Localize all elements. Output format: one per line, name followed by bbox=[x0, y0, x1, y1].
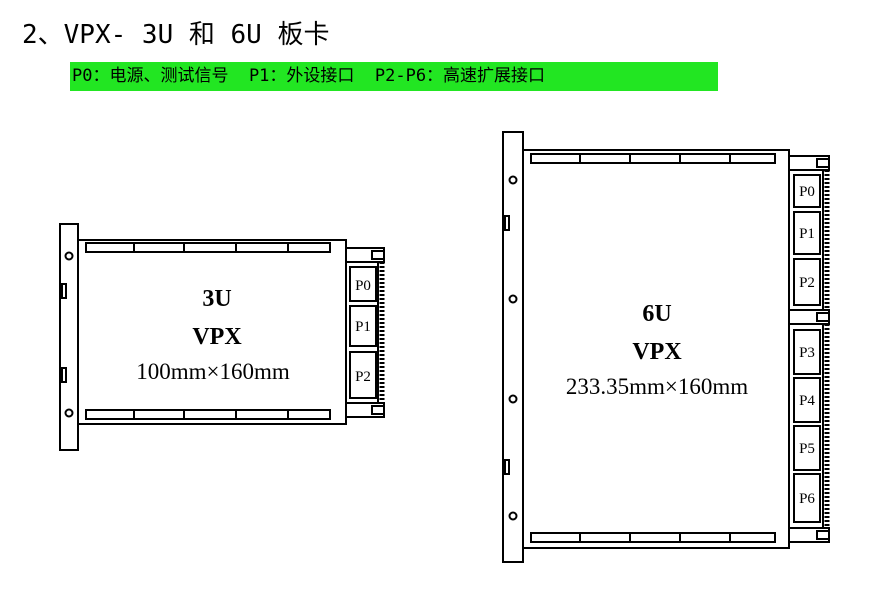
board-6u-connector-label: P1 bbox=[799, 226, 815, 242]
board-6u-hole bbox=[508, 511, 518, 521]
board-3u-size-label: 3U bbox=[202, 286, 231, 312]
board-3u-connector-p1 bbox=[349, 305, 377, 347]
board-3u-connector-labels: P0 P1 P2 bbox=[355, 278, 371, 385]
board-6u-connector-block-lower bbox=[788, 323, 824, 529]
board-6u-connector-p1 bbox=[793, 211, 821, 255]
board-6u-connector-p5 bbox=[793, 425, 821, 471]
section-heading: 2、VPX- 3U 和 6U 板卡 bbox=[22, 20, 330, 50]
connector-legend: P0：电源、测试信号 P1：外设接口 P2-P6：高速扩展接口 bbox=[70, 62, 718, 91]
board-6u-hole bbox=[508, 394, 518, 404]
board-6u-connector-p6 bbox=[793, 473, 821, 523]
board-6u-hole bbox=[508, 175, 518, 185]
board-6u-bus-label: VPX bbox=[632, 339, 682, 365]
board-3u-panel-tab bbox=[61, 367, 67, 383]
board-6u-connector-p4 bbox=[793, 377, 821, 423]
board-6u-connector-labels: P0 P1 P2 P3 P4 P5 P6 bbox=[799, 184, 815, 507]
board-3u-hole-top bbox=[64, 251, 74, 261]
board-6u-size-label: 6U bbox=[642, 301, 671, 327]
board-6u-bottom-rail bbox=[530, 532, 776, 543]
board-3u-hole-bottom bbox=[64, 408, 74, 418]
board-6u-dimensions: 233.35mm×160mm bbox=[566, 374, 748, 399]
board-6u-connector-block-upper bbox=[788, 169, 824, 311]
board-6u-panel-tab bbox=[504, 459, 510, 475]
board-6u-hole bbox=[508, 294, 518, 304]
board-6u-connector-label: P2 bbox=[799, 275, 815, 291]
board-6u-connector-label: P3 bbox=[799, 345, 815, 361]
board-3u-dimensions: 100mm×160mm bbox=[136, 359, 290, 384]
board-3u-panel-tab bbox=[61, 283, 67, 299]
board-6u-front-panel bbox=[502, 131, 524, 563]
board-3u-connector-p2 bbox=[349, 351, 377, 399]
board-3u-top-rail bbox=[85, 242, 331, 253]
board-3u-connector-p0 bbox=[349, 266, 377, 302]
board-3u-bus-label: VPX bbox=[192, 324, 242, 350]
board-3u-connector-label: P2 bbox=[355, 369, 371, 385]
board-3u-connector-label: P1 bbox=[355, 319, 371, 335]
board-3u bbox=[59, 223, 385, 451]
board-6u-panel-tab bbox=[504, 215, 510, 231]
board-6u-connector-label: P0 bbox=[799, 184, 815, 200]
board-6u-connector-label: P5 bbox=[799, 441, 815, 457]
board-6u-connector-label: P6 bbox=[799, 491, 815, 507]
board-6u-top-rail bbox=[530, 153, 776, 164]
board-3u-connector-block bbox=[345, 261, 379, 404]
board-3u-bottom-rail bbox=[85, 409, 331, 420]
board-6u-connector-p0 bbox=[793, 174, 821, 208]
board-6u-connector-p2 bbox=[793, 258, 821, 306]
board-3u-connector-label: P0 bbox=[355, 278, 371, 294]
board-6u-connector-label: P4 bbox=[799, 393, 815, 409]
board-6u bbox=[502, 131, 830, 563]
board-6u-connector-p3 bbox=[793, 329, 821, 375]
